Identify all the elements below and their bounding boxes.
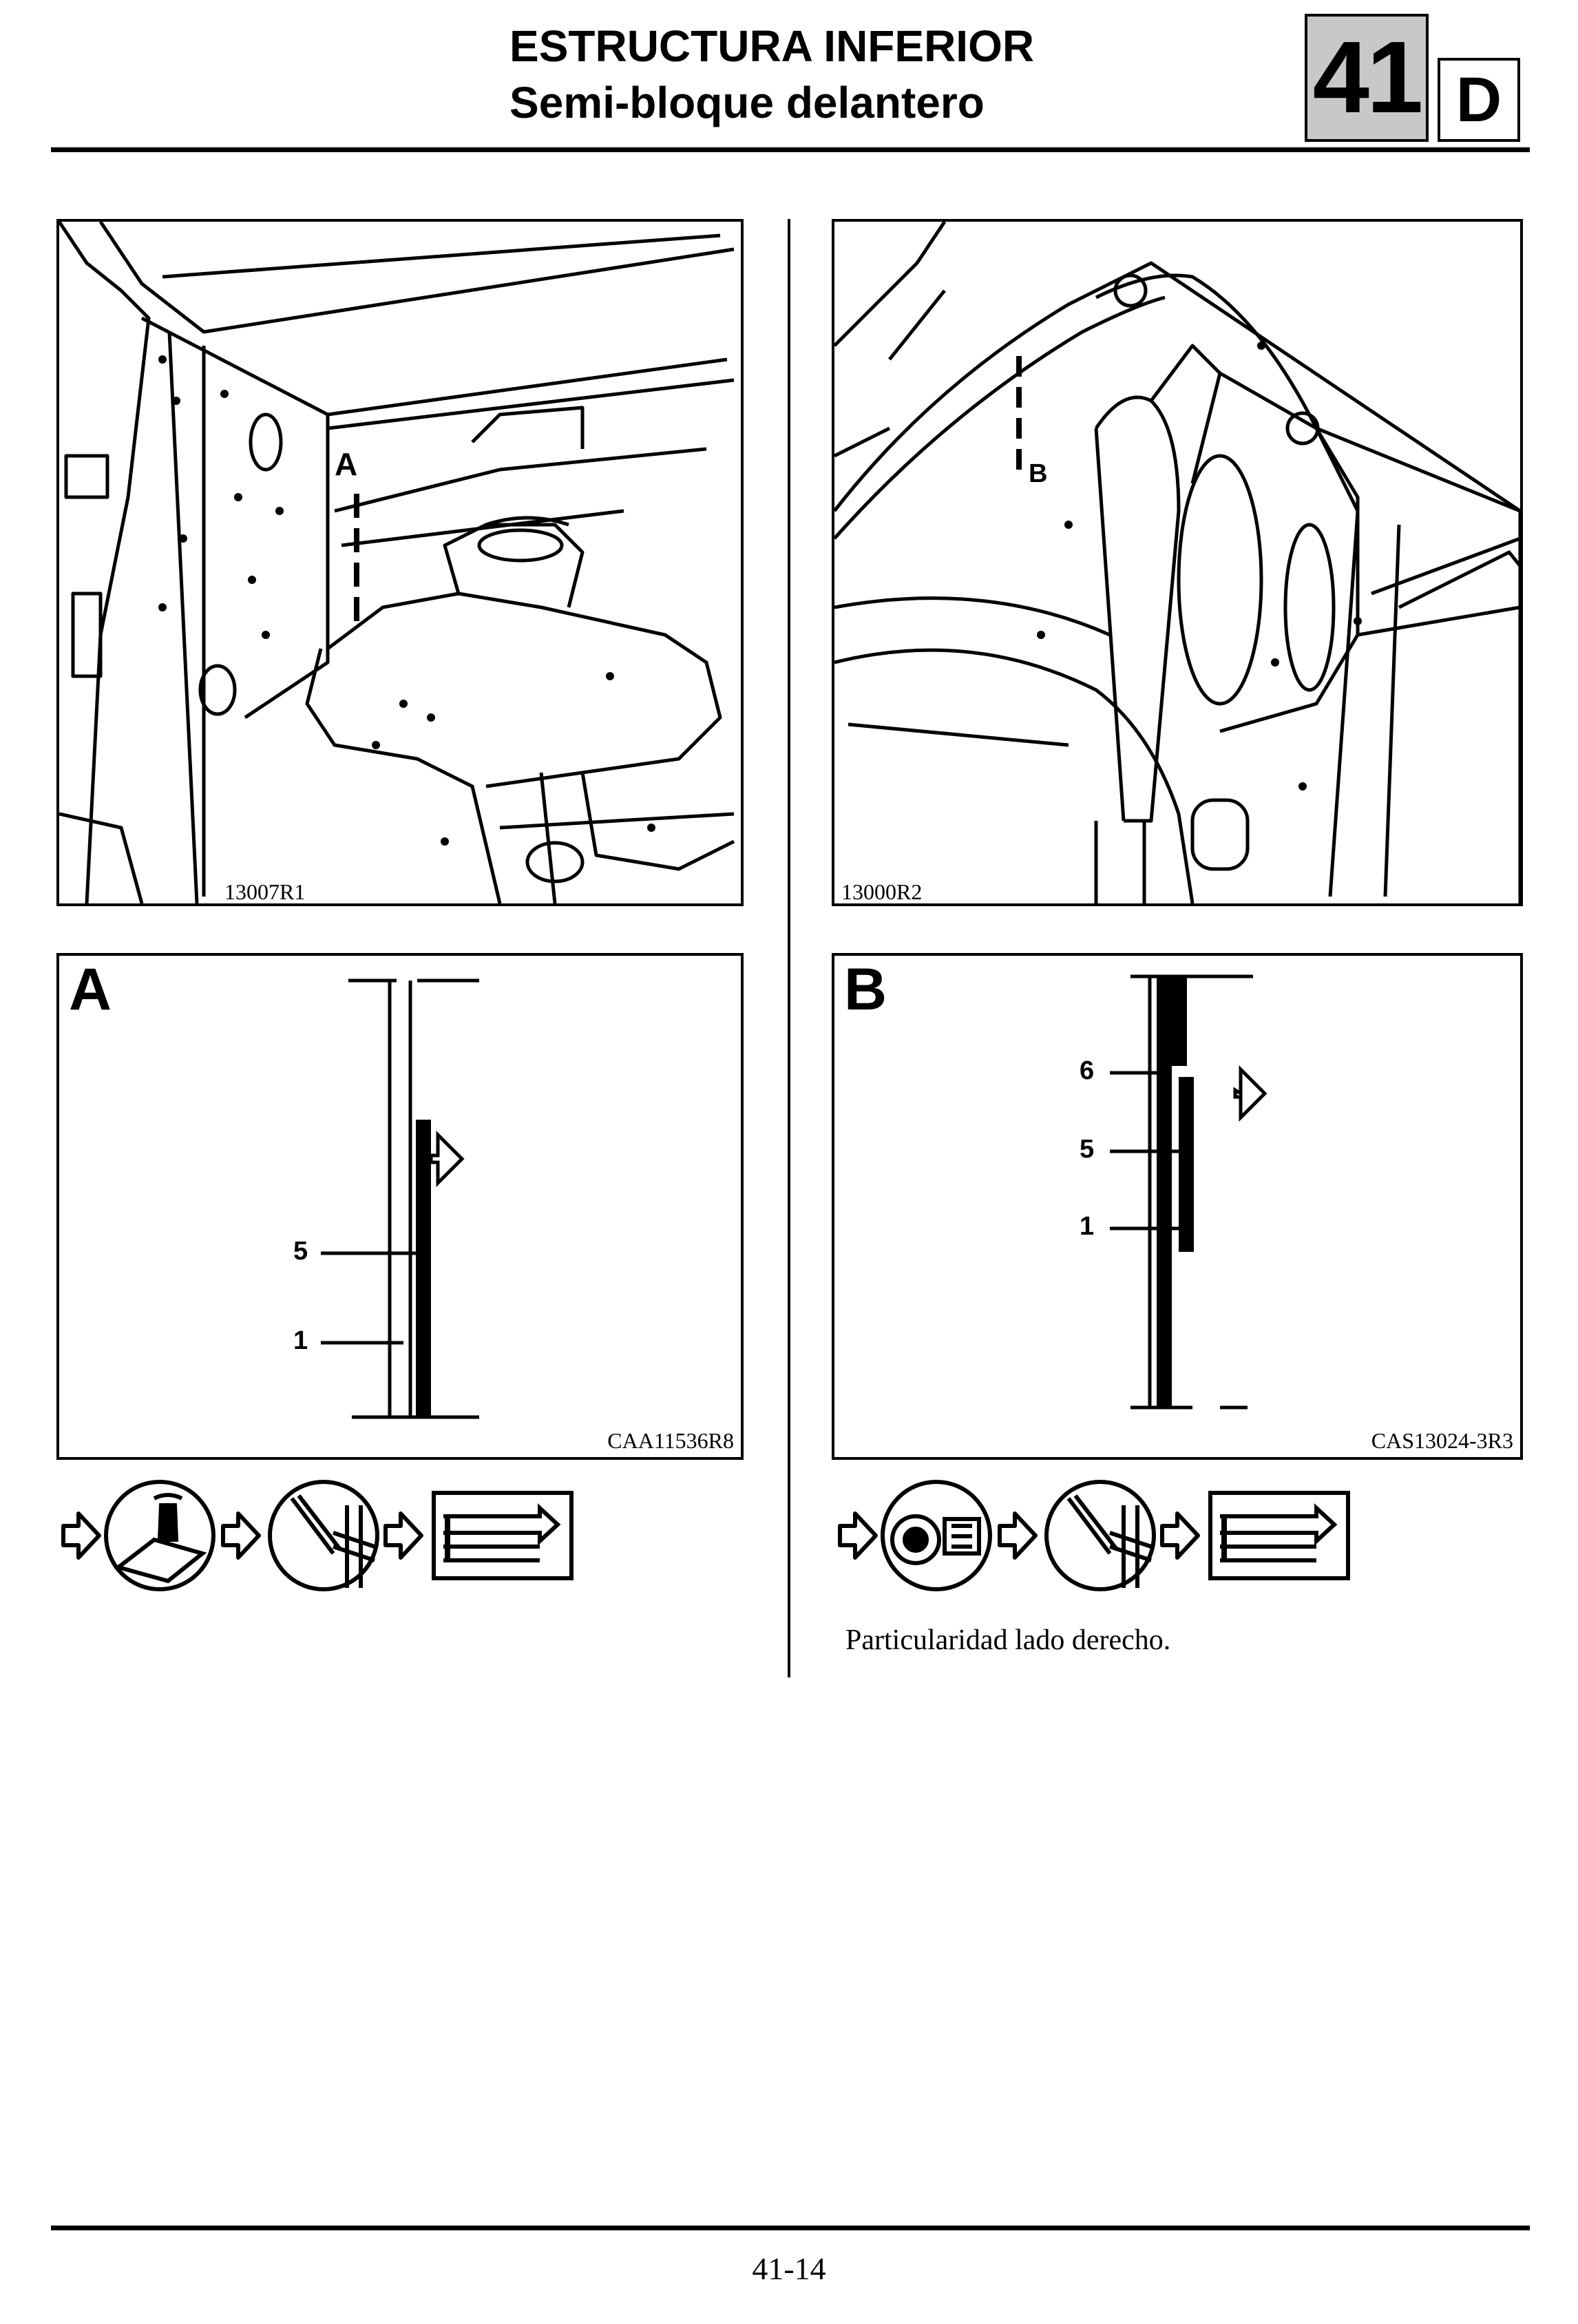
figure-reference: 13000R2 [841,879,923,904]
arrow-icon [61,1511,101,1560]
cut-tool-icon [1044,1480,1156,1591]
figure-reference: 13007R1 [224,879,306,904]
page-title: ESTRUCTURA INFERIOR [509,21,1035,71]
procedure-symbols-left [58,1478,581,1595]
detail-a-section-drawing [321,978,479,1419]
arrow-icon [221,1511,261,1560]
plug-weld-icon [1208,1491,1350,1580]
detail-label: 5 [1080,1135,1095,1164]
front-left-structure-drawing [59,222,735,903]
detail-label: 1 [293,1326,308,1355]
right-side-note: Particularidad lado derecho. [845,1624,1171,1656]
callout-a: A [335,446,358,482]
page-subtitle: Semi-bloque delantero [509,78,985,127]
figure-wheel-arch-structure: B 13000R2 [832,219,1523,906]
detail-letter: B [844,956,887,1023]
header-rule [51,147,1530,152]
arrow-icon [383,1511,423,1560]
detail-label: 5 [293,1237,308,1266]
procedure-symbols-right [834,1478,1358,1595]
detail-a-section: A 5 1 CAA11536R8 [56,953,744,1460]
plug-weld-icon [432,1491,574,1580]
section-number-badge: 41 [1305,14,1429,142]
arrow-icon [1160,1511,1200,1560]
page-number: 41-14 [752,2251,826,2286]
figure-front-left-structure: A 13007R1 [56,219,744,906]
footer-rule [51,2226,1530,2230]
figure-reference: CAA11536R8 [607,1428,734,1453]
detail-b-section-drawing [1110,974,1267,1410]
spot-weld-removal-icon [881,1480,992,1591]
wheel-arch-structure-drawing [834,222,1520,903]
detail-letter: A [69,956,112,1023]
section-letter-badge: D [1438,58,1520,142]
detail-b-section: B 6 5 1 CAS13024-3R3 [832,953,1523,1460]
callout-b: B [1029,459,1048,488]
detail-label: 1 [1080,1212,1095,1241]
cut-tool-icon [268,1480,379,1591]
detail-label: 6 [1080,1056,1095,1085]
column-divider [788,219,790,1677]
arrow-icon [998,1511,1038,1560]
drill-spot-weld-icon [104,1480,215,1591]
figure-reference: CAS13024-3R3 [1371,1428,1513,1453]
arrow-icon [838,1511,878,1560]
